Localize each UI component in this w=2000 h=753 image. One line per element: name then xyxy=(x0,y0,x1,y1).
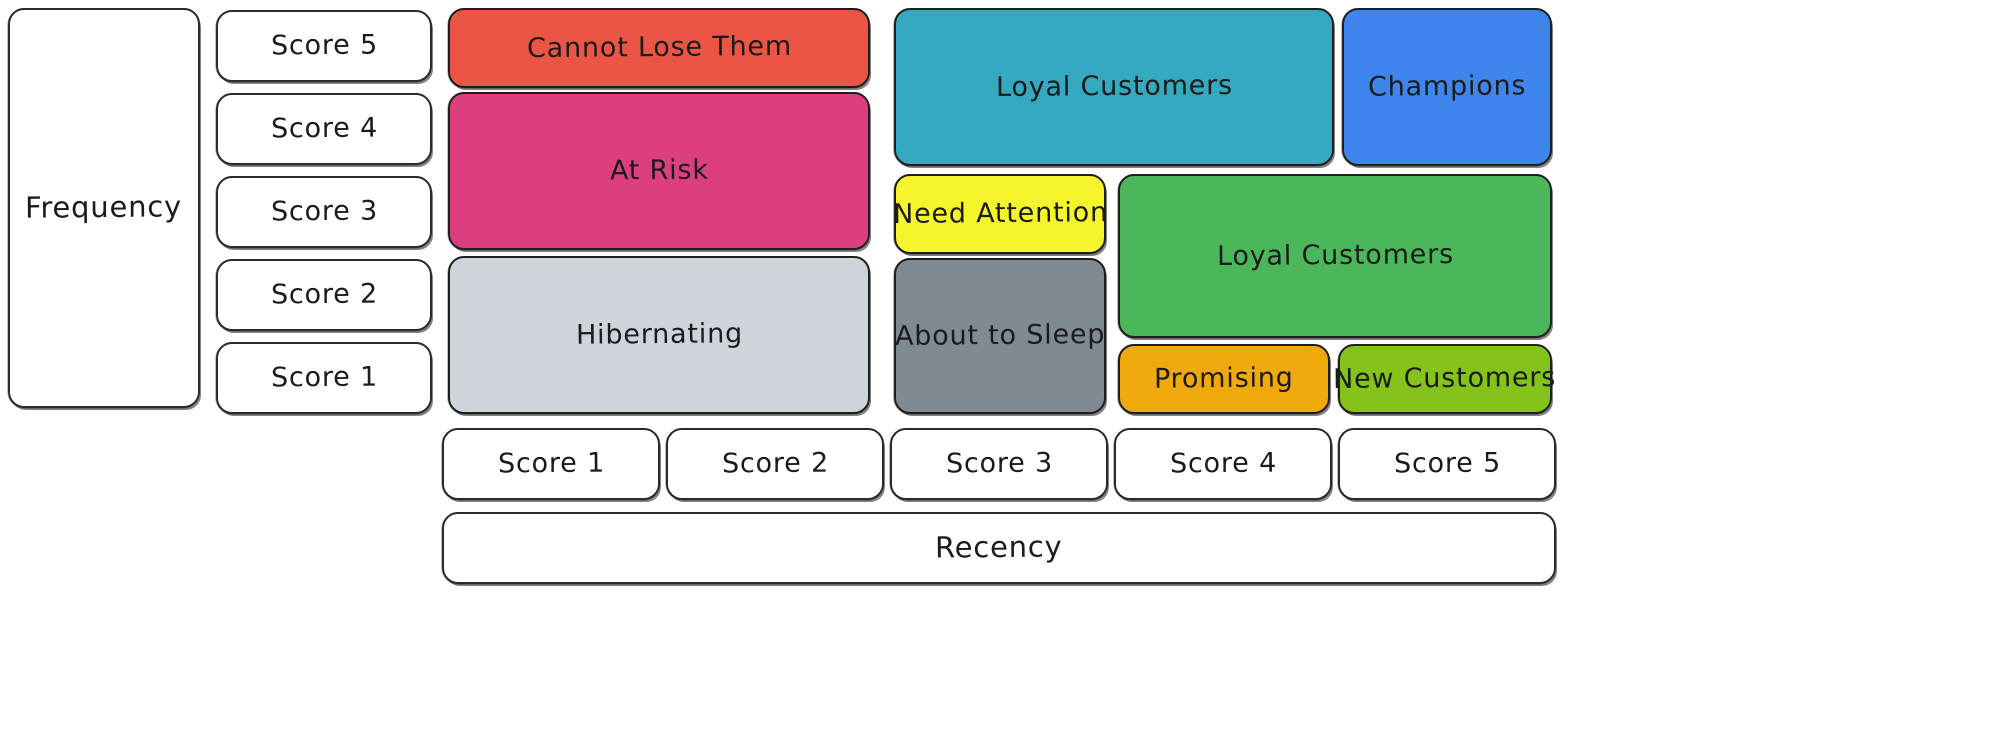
recency-score-1[interactable]: Score 1 xyxy=(441,428,660,501)
frequency-score-2[interactable]: Score 2 xyxy=(215,259,432,332)
frequency-axis-title: Frequency xyxy=(7,8,200,409)
frequency-score-1[interactable]: Score 1 xyxy=(215,342,432,415)
segment-hibernating[interactable]: Hibernating xyxy=(447,256,870,415)
segment-cannot-lose-them[interactable]: Cannot Lose Them xyxy=(447,8,870,89)
segment-promising[interactable]: Promising xyxy=(1117,344,1330,415)
segment-need-attention[interactable]: Need Attention xyxy=(892,174,1108,255)
segment-loyal-customers-green[interactable]: Loyal Customers xyxy=(1117,174,1552,339)
frequency-score-3[interactable]: Score 3 xyxy=(215,176,432,249)
recency-axis-title: Recency xyxy=(441,512,1556,585)
segment-champions[interactable]: Champions xyxy=(1341,8,1552,167)
segment-loyal-customers-teal[interactable]: Loyal Customers xyxy=(893,8,1334,167)
segment-at-risk[interactable]: At Risk xyxy=(447,92,870,251)
frequency-score-5[interactable]: Score 5 xyxy=(215,10,432,83)
recency-score-4[interactable]: Score 4 xyxy=(1113,428,1332,501)
recency-score-5[interactable]: Score 5 xyxy=(1337,428,1556,501)
recency-score-2[interactable]: Score 2 xyxy=(665,428,884,501)
frequency-score-4[interactable]: Score 4 xyxy=(215,93,432,166)
segment-about-to-sleep[interactable]: About to Sleep xyxy=(893,258,1106,415)
segment-new-customers[interactable]: New Customers xyxy=(1333,344,1557,415)
recency-score-3[interactable]: Score 3 xyxy=(889,428,1108,501)
